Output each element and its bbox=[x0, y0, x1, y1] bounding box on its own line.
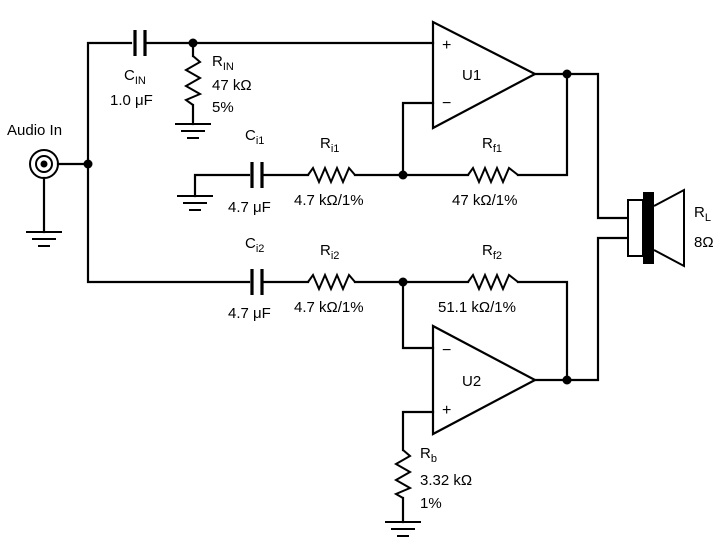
ground-icon bbox=[26, 231, 62, 247]
junctions bbox=[83, 38, 572, 385]
junction-dot bbox=[562, 69, 572, 79]
rf2-value: 51.1 kΩ/1% bbox=[438, 299, 516, 316]
rf1-label: Rf1 bbox=[482, 135, 502, 155]
rin-tolerance: 5% bbox=[212, 99, 234, 116]
junction-dot bbox=[398, 170, 408, 180]
rin-label: RIN bbox=[212, 53, 234, 73]
u1-minus-sign: − bbox=[442, 95, 451, 112]
opamp-u1 bbox=[431, 20, 538, 130]
capacitor-ci2-icon bbox=[250, 269, 264, 295]
rl-value: 8Ω bbox=[694, 234, 714, 251]
ci2-value: 4.7 μF bbox=[228, 305, 271, 322]
rf1-value: 47 kΩ/1% bbox=[452, 192, 517, 209]
ground-icon bbox=[175, 123, 211, 139]
capacitor-cin-icon bbox=[133, 30, 147, 56]
junction-dot bbox=[188, 38, 198, 48]
resistor-ri1-icon bbox=[307, 165, 356, 185]
rin-value: 47 kΩ bbox=[212, 77, 252, 94]
cin-value: 1.0 μF bbox=[110, 92, 153, 109]
rf2-label: Rf2 bbox=[482, 242, 502, 262]
junction-dot bbox=[83, 159, 93, 169]
u2-plus-sign: + bbox=[442, 402, 451, 419]
junction-dot bbox=[562, 375, 572, 385]
ground-icon bbox=[385, 521, 421, 537]
ground-icon bbox=[177, 195, 213, 211]
ri2-label: Ri2 bbox=[320, 242, 339, 262]
rb-label: Rb bbox=[420, 445, 437, 465]
u2-label: U2 bbox=[462, 373, 481, 390]
rl-label: RL bbox=[694, 204, 711, 224]
resistor-rin-icon bbox=[183, 55, 203, 106]
audio-in-jack-icon bbox=[29, 149, 59, 179]
wires bbox=[42, 41, 630, 524]
ci1-value: 4.7 μF bbox=[228, 199, 271, 216]
ri1-label: Ri1 bbox=[320, 135, 339, 155]
ci1-label: Ci1 bbox=[245, 127, 264, 147]
cin-label: CIN bbox=[124, 67, 146, 87]
resistor-rf1-icon bbox=[467, 165, 519, 185]
u1-label: U1 bbox=[462, 67, 481, 84]
opamp-u2 bbox=[431, 324, 538, 436]
speaker-icon bbox=[627, 188, 685, 268]
resistor-ri2-icon bbox=[307, 272, 356, 292]
rb-tolerance: 1% bbox=[420, 495, 442, 512]
junction-dot bbox=[398, 277, 408, 287]
rb-value: 3.32 kΩ bbox=[420, 472, 472, 489]
ri1-value: 4.7 kΩ/1% bbox=[294, 192, 364, 209]
u1-plus-sign: + bbox=[442, 37, 451, 54]
audio-in-label: Audio In bbox=[7, 122, 62, 139]
u2-minus-sign: − bbox=[442, 342, 451, 359]
capacitor-ci1-icon bbox=[250, 162, 264, 188]
resistor-rb-icon bbox=[393, 449, 413, 499]
ri2-value: 4.7 kΩ/1% bbox=[294, 299, 364, 316]
resistor-rf2-icon bbox=[467, 272, 519, 292]
ci2-label: Ci2 bbox=[245, 235, 264, 255]
